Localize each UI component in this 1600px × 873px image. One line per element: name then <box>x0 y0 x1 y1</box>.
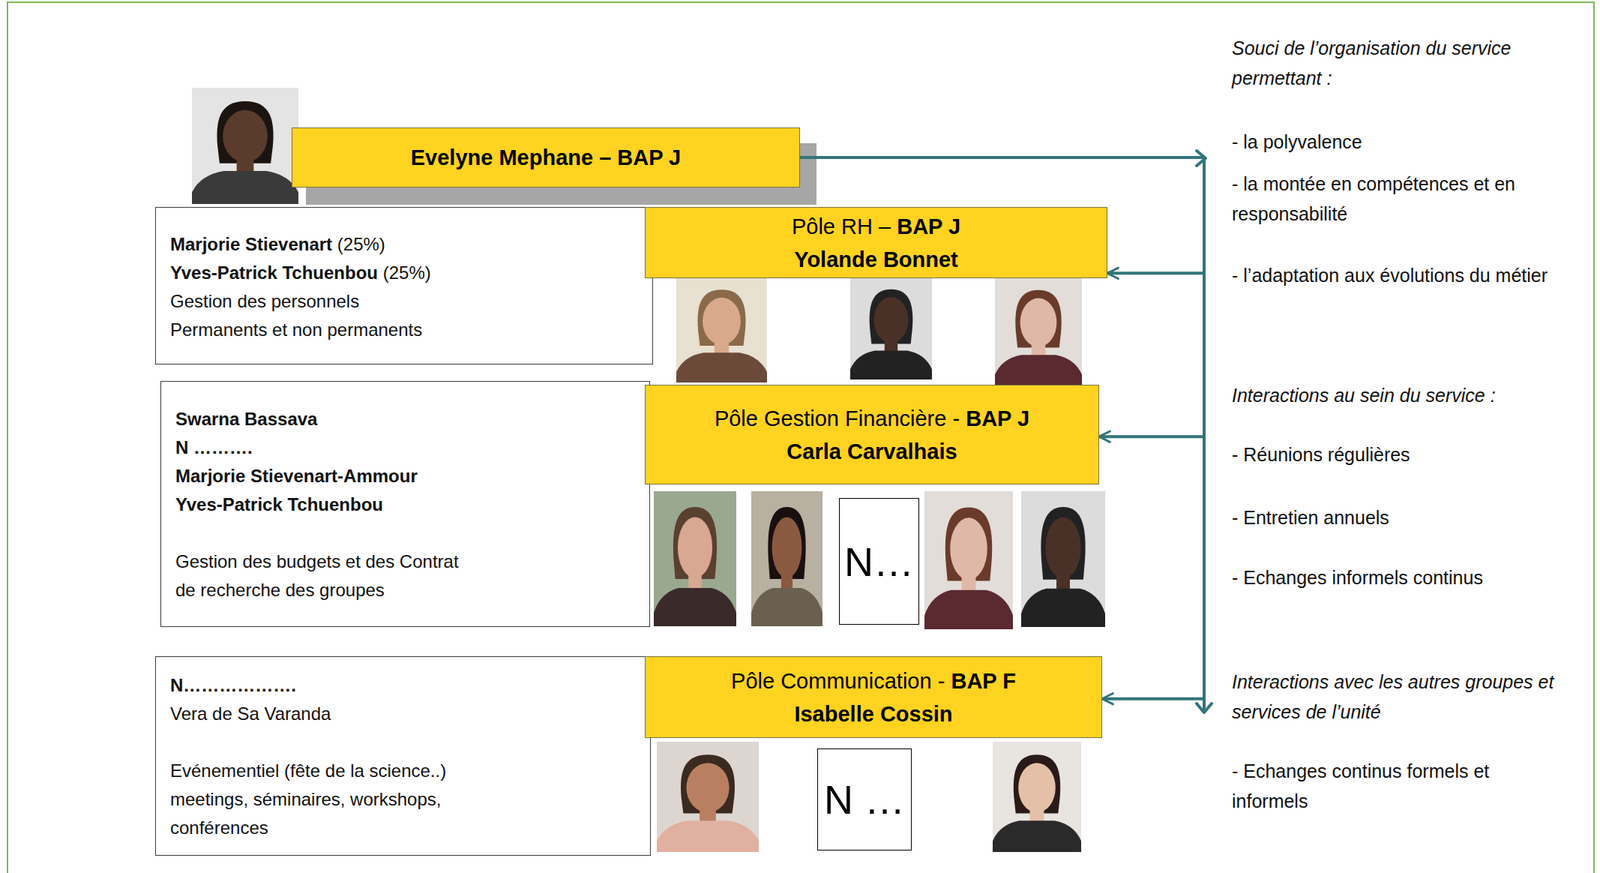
node-text: Marjorie Stievenart <box>170 230 333 259</box>
node-text: (25%) <box>383 258 432 288</box>
node-text: N … <box>823 775 905 824</box>
text-line: Marjorie Stievenart-Ammour <box>175 461 638 491</box>
side-note: - Entretien annuels <box>1231 502 1570 533</box>
vacant-post-box: N … <box>817 748 912 851</box>
portrait-photo <box>1021 491 1106 627</box>
text-line: N ………. <box>175 433 638 462</box>
text-line: Isabelle Cossin <box>657 697 1090 731</box>
node-text: Pôle Communication - <box>731 664 945 698</box>
portrait-photo <box>850 277 932 380</box>
node-text: Evelyne Mephane – BAP J <box>410 142 682 173</box>
side-note: - Echanges continus formels et informels <box>1231 755 1570 816</box>
vacant-post-box: N… <box>838 497 920 625</box>
portrait-photo <box>191 87 299 204</box>
text-line: N… <box>844 537 914 586</box>
portrait-photo <box>653 491 737 627</box>
text-group: Evelyne Mephane – BAP J <box>304 142 788 173</box>
node-text: N… <box>844 537 914 586</box>
staff-box: Swarna BassavaN ……….Marjorie Stievenart-… <box>160 380 651 627</box>
text-line: Evelyne Mephane – BAP J <box>304 142 788 173</box>
pole-box: Pôle RH –BAP JYolande Bonnet <box>644 206 1108 279</box>
node-text: Yves-Patrick Tchuenbou <box>175 490 384 519</box>
pole-box: Pôle Gestion Financière -BAP JCarla Carv… <box>644 384 1100 485</box>
portrait-photo <box>992 741 1082 852</box>
staff-box: N……………….Vera de Sa VarandaEvénementiel (… <box>155 656 651 856</box>
text-line: Gestion des personnels Permanents et non… <box>170 287 641 345</box>
node-text: Pôle Gestion Financière - <box>714 401 960 435</box>
side-note: - la montée en compétences et en respons… <box>1231 168 1570 229</box>
node-text: Isabelle Cossin <box>794 697 953 731</box>
text-group: Marjorie Stievenart(25%)Yves-Patrick Tch… <box>170 230 641 345</box>
text-line: N … <box>822 775 907 824</box>
portrait-photo <box>676 277 768 383</box>
node-text: N ………. <box>175 433 253 462</box>
text-group: Swarna BassavaN ……….Marjorie Stievenart-… <box>175 404 638 605</box>
portrait-photo <box>751 491 823 627</box>
text-line: Pôle RH –BAP J <box>657 209 1095 243</box>
text-group: Pôle RH –BAP JYolande Bonnet <box>657 209 1095 276</box>
side-note: - Réunions régulières <box>1231 439 1570 470</box>
node-text: Gestion des budgets et des Contrat de re… <box>175 547 472 605</box>
text-group: Pôle Gestion Financière -BAP JCarla Carv… <box>657 401 1087 468</box>
node-text: Yolande Bonnet <box>794 242 959 276</box>
manager-box: Evelyne Mephane – BAP J <box>291 127 800 188</box>
portrait-photo <box>994 277 1082 386</box>
text-line: Evénementiel (fête de la science..) meet… <box>170 756 639 842</box>
side-note: Interactions avec les autres groupes et … <box>1231 666 1570 727</box>
node-text: Gestion des personnels Permanents et non… <box>170 287 448 345</box>
node-text: Swarna Bassava <box>175 404 318 434</box>
text-line: Swarna Bassava <box>175 404 638 434</box>
text-group: N… <box>844 537 914 586</box>
text-line: Vera de Sa Varanda <box>170 699 639 729</box>
text-line: Yves-Patrick Tchuenbou(25%) <box>170 258 641 288</box>
text-line: Yves-Patrick Tchuenbou <box>175 490 638 519</box>
node-text: N………………. <box>170 671 297 700</box>
node-text: BAP J <box>896 209 961 243</box>
side-note: - Echanges informels continus <box>1231 562 1570 593</box>
text-group: N … <box>822 775 907 824</box>
text-group: Pôle Communication -BAP FIsabelle Cossin <box>657 664 1090 731</box>
text-line: Pôle Communication -BAP F <box>657 664 1090 698</box>
node-text: (25%) <box>337 230 386 259</box>
text-line: Marjorie Stievenart(25%) <box>170 230 641 259</box>
node-text: Carla Carvalhais <box>786 434 957 468</box>
node-text: BAP J <box>965 401 1030 435</box>
staff-box: Marjorie Stievenart(25%)Yves-Patrick Tch… <box>155 206 654 365</box>
side-note: - l’adaptation aux évolutions du métier <box>1231 260 1570 291</box>
side-note: Souci de l’organisation du service perme… <box>1231 32 1525 93</box>
node-text: Evénementiel (fête de la science..) meet… <box>170 756 493 842</box>
node-text: Vera de Sa Varanda <box>170 699 331 729</box>
text-line: Gestion des budgets et des Contrat de re… <box>175 547 638 605</box>
node-text: Marjorie Stievenart-Ammour <box>175 461 418 491</box>
text-line: Yolande Bonnet <box>657 242 1095 276</box>
node-text: Yves-Patrick Tchuenbou <box>170 258 378 288</box>
node-text: Pôle RH – <box>791 209 891 243</box>
portrait-photo <box>924 491 1013 630</box>
side-note: - la polyvalence <box>1231 126 1570 157</box>
side-note: Interactions au sein du service : <box>1231 380 1570 411</box>
text-group: N……………….Vera de Sa VarandaEvénementiel (… <box>170 671 639 842</box>
pole-box: Pôle Communication -BAP FIsabelle Cossin <box>644 656 1103 738</box>
text-line: Carla Carvalhais <box>657 434 1087 468</box>
text-line: Pôle Gestion Financière -BAP J <box>657 401 1087 435</box>
node-text: BAP F <box>950 664 1016 698</box>
text-line: N………………. <box>170 671 639 700</box>
portrait-photo <box>656 741 759 852</box>
